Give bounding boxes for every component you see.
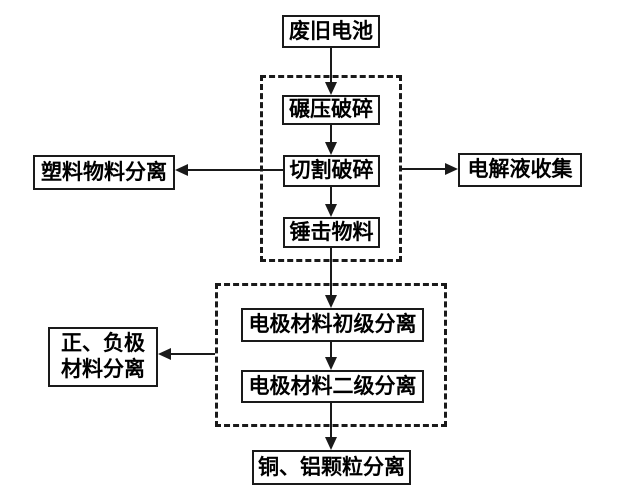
arrow-cutting-crushing-to-hammering-line — [330, 187, 332, 206]
node-copper-aluminum-particle-separation: 铜、铝颗粒分离 — [252, 450, 411, 485]
posneg-label-line1: 正、负极 — [61, 331, 145, 356]
node-positive-negative-electrode-separation: 正、负极 材料分离 — [48, 327, 158, 387]
posneg-label-line2: 材料分离 — [61, 357, 145, 381]
node-electrode-secondary-separation: 电极材料二级分离 — [241, 370, 424, 403]
arrow-hammering-to-primary-separation-line — [330, 248, 332, 297]
node-electrolyte-collection: 电解液收集 — [458, 153, 582, 187]
node-hammering-material: 锤击物料 — [283, 217, 380, 248]
arrow-cutting-crushing-to-hammering-head — [325, 204, 337, 217]
arrow-cutting-crushing-to-plastic-separation-head — [175, 164, 188, 176]
arrow-secondary-separation-to-copper-aluminum-line — [330, 403, 332, 439]
node-roll-crushing: 碾压破碎 — [282, 95, 380, 125]
arrow-roll-crushing-to-cutting-crushing-head — [325, 142, 337, 155]
node-waste-battery: 废旧电池 — [282, 15, 380, 48]
arrow-separation-stage-to-posneg-separation-head — [158, 348, 171, 360]
node-cutting-crushing: 切割破碎 — [283, 155, 380, 187]
arrow-crushing-stage-to-electrolyte-collection-head — [445, 163, 458, 175]
arrow-waste-battery-to-roll-crushing-line — [330, 48, 332, 84]
arrow-secondary-separation-to-copper-aluminum-head — [325, 437, 337, 450]
node-electrode-primary-separation: 电极材料初级分离 — [241, 308, 424, 342]
arrow-hammering-to-primary-separation-head — [325, 295, 337, 308]
arrow-primary-to-secondary-separation-head — [325, 357, 337, 370]
arrow-crushing-stage-to-electrolyte-collection-line — [402, 168, 446, 170]
arrow-separation-stage-to-posneg-separation-line — [170, 353, 215, 355]
node-plastic-material-separation: 塑料物料分离 — [33, 155, 175, 190]
arrow-primary-to-secondary-separation-line — [330, 342, 332, 359]
arrow-waste-battery-to-roll-crushing-head — [325, 82, 337, 95]
arrow-roll-crushing-to-cutting-crushing-line — [330, 125, 332, 144]
arrow-cutting-crushing-to-plastic-separation-line — [187, 169, 283, 171]
